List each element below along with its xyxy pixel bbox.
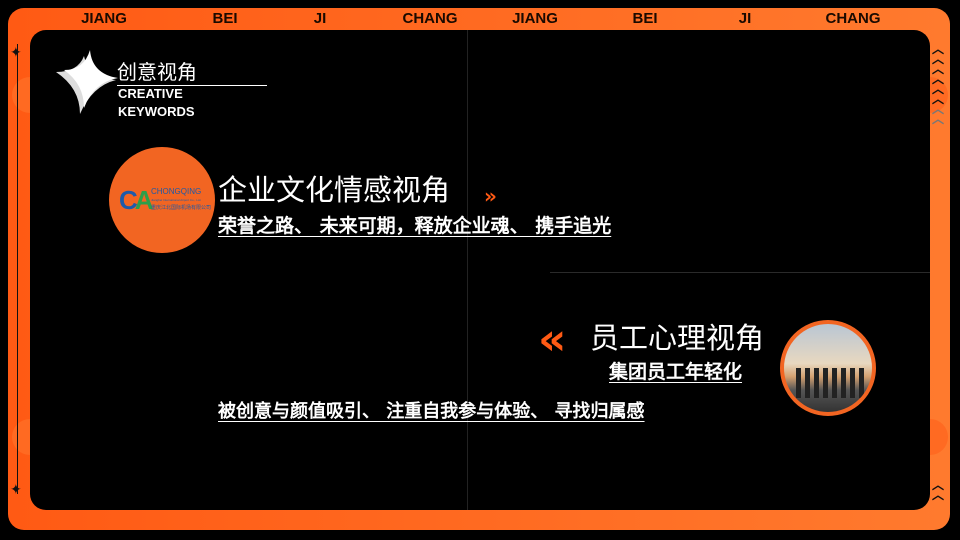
keywords-line: KEYWORDS: [118, 104, 195, 119]
logo-english: Jiangbei International Airport Co., Ltd.: [151, 198, 202, 202]
logo-name: CHONGQING: [151, 187, 202, 196]
divider: [467, 30, 468, 510]
section1-heading: 企业文化情感视角: [218, 173, 451, 207]
strip-word: BEI: [632, 10, 658, 27]
logo-chinese: 重庆江北国际机场有限公司: [151, 205, 212, 211]
section2-subtitle: 集团员工年轻化: [609, 361, 743, 383]
frame-rule: [17, 44, 18, 494]
section1-subtitle: 荣誉之路、 未来可期，释放企业魂、 携手追光: [218, 215, 612, 237]
section-title: 创意视角: [117, 56, 267, 86]
star-icon: [56, 50, 118, 114]
double-chevron-left-icon: «: [538, 314, 567, 365]
double-chevron-right-icon: »: [484, 184, 497, 208]
strip-word: JI: [313, 10, 327, 27]
strip-word: JIANG: [512, 10, 558, 27]
section2-detail: 被创意与颜值吸引、 注重自我参与体验、 寻找归属感: [218, 401, 645, 422]
strip-word: JIANG: [81, 10, 127, 27]
divider: [550, 272, 930, 273]
strip-word: BEI: [212, 10, 238, 27]
sparkle-icon: ✦: [10, 45, 22, 61]
strip-word: JI: [738, 10, 752, 27]
keywords-line: CREATIVE: [118, 86, 183, 101]
content-panel: [30, 30, 930, 510]
strip-word: CHANG: [402, 10, 458, 27]
team-photo: [780, 320, 876, 416]
company-logo: CA CHONGQING Jiangbei International Airp…: [109, 147, 215, 253]
sparkle-icon: ✦: [10, 482, 22, 498]
section2-heading: 员工心理视角: [590, 321, 765, 355]
chevrons-up-icon: ︿︿︿︿︿︿︿︿: [932, 42, 945, 126]
strip-word: CHANG: [825, 10, 881, 27]
chevrons-up-icon: ︿︿: [932, 478, 945, 502]
